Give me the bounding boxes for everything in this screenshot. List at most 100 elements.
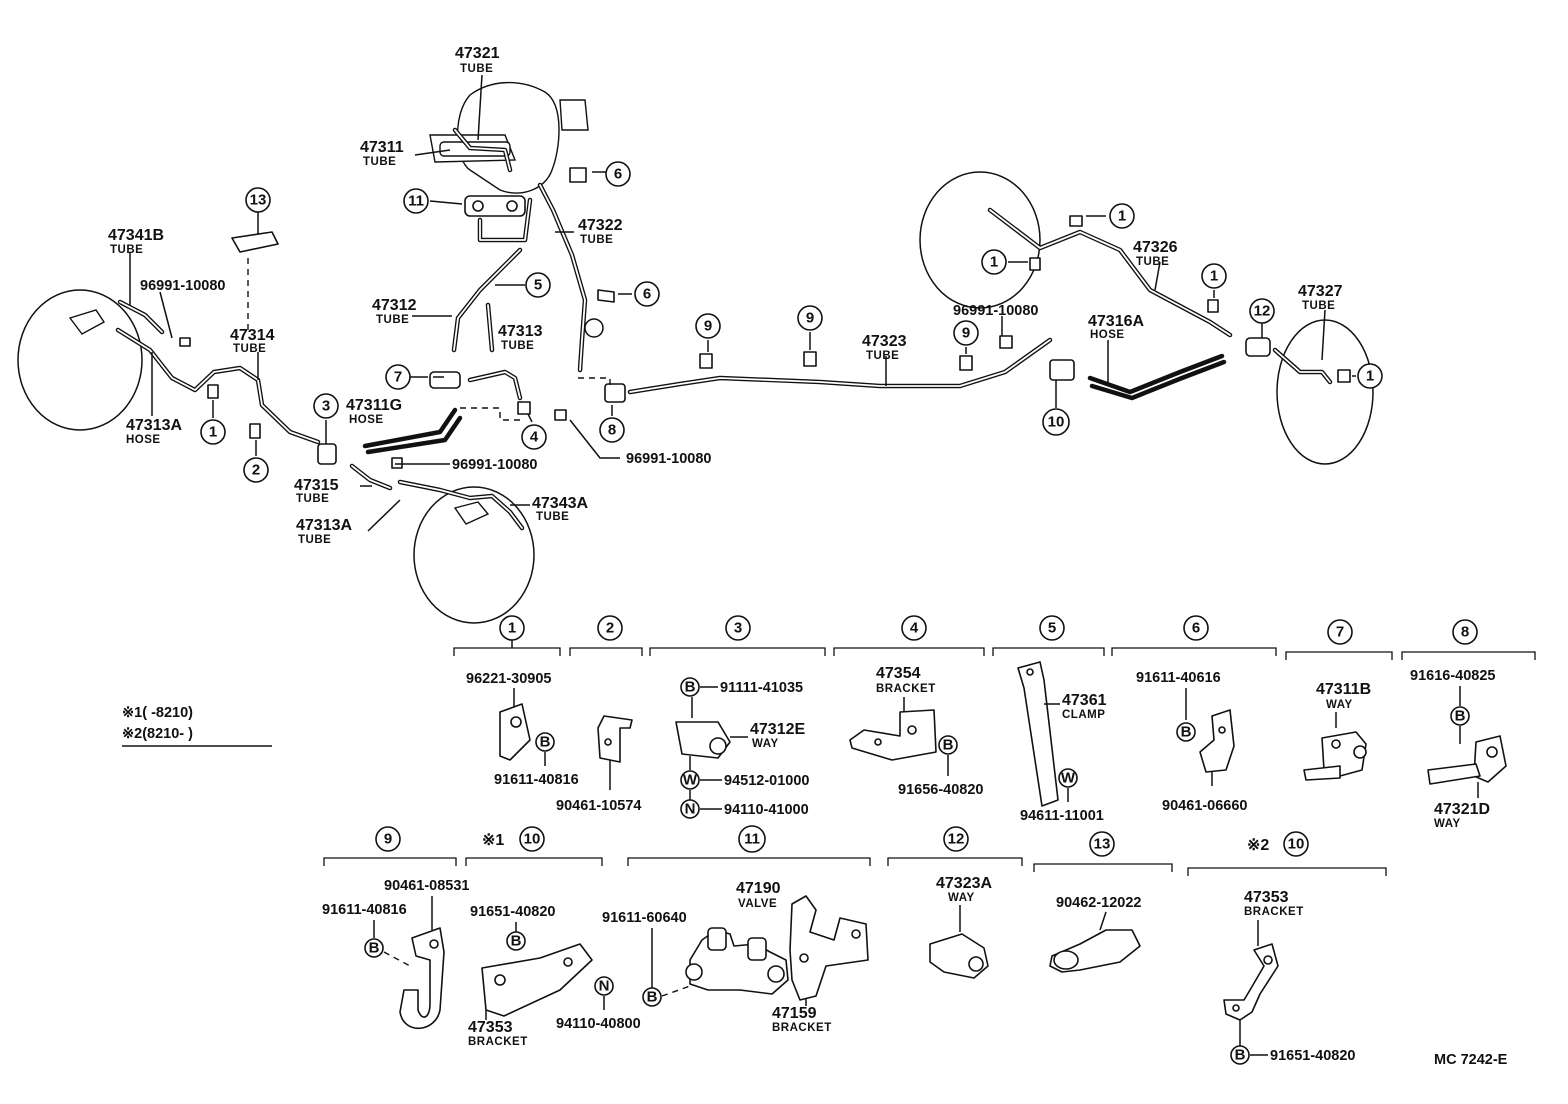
callout-12-upper: 12 [1249,298,1275,324]
part-47353-b-type: BRACKET [1244,906,1304,918]
svg-text:1: 1 [1366,368,1374,385]
svg-text:11: 11 [408,193,424,210]
detail-group-2: 2 90461-10574 [556,615,643,814]
svg-text:13: 13 [1094,836,1111,853]
part-47323a-type: WAY [948,892,975,904]
legend: ※1( -8210) ※2(8210- ) [122,705,272,747]
part-94611-11001: 94611-11001 [1020,808,1104,824]
svg-text:7: 7 [1336,624,1344,641]
part-47361-type: CLAMP [1062,709,1105,721]
callout-3-upper: 3 [313,393,339,419]
part-91656-40820: 91656-40820 [898,782,983,798]
label-96991-b: 96991-10080 [452,457,537,473]
part-91651-40820-b: 91651-40820 [1270,1048,1355,1064]
svg-text:2: 2 [252,462,260,479]
legend-line-2: ※2(8210- ) [122,726,193,742]
detail-group-8: 8 91616-40825 B 47321D WAY [1401,619,1536,830]
detail-group-13: 13 90462-12022 [1033,831,1173,973]
label-47327-type: TUBE [1302,300,1335,312]
part-47353-a: 47353 [468,1019,513,1036]
svg-text:1: 1 [508,620,516,637]
label-47316a-type: HOSE [1090,329,1125,341]
callout-11-upper: 11 [403,188,429,214]
svg-text:B: B [511,933,522,950]
part-47312e: 47312E [750,721,805,738]
part-47321d-type: WAY [1434,818,1461,830]
svg-text:4: 4 [910,620,919,637]
label-47327: 47327 [1298,283,1343,300]
label-47323: 47323 [862,333,907,350]
detail-group-1: 1 96221-30905 B 91611-40816 [453,615,579,788]
svg-text:7: 7 [394,369,402,386]
callout-2-upper: 2 [243,457,269,483]
label-47341b: 47341B [108,227,164,244]
detail-group-5: 5 47361 CLAMP W 94611-11001 [992,615,1107,824]
svg-text:B: B [647,989,658,1006]
label-47314-type: TUBE [233,343,266,355]
svg-text:B: B [1235,1047,1246,1064]
svg-text:8: 8 [1461,624,1469,641]
callout-4-upper: 4 [521,424,547,450]
valve-assembly [317,195,1271,465]
part-47353-a-type: BRACKET [468,1036,528,1048]
part-91611-60640: 91611-60640 [602,910,687,926]
svg-text:B: B [1455,708,1466,725]
part-47159-type: BRACKET [772,1022,832,1034]
brake-tubes [115,127,1333,531]
callout-6-upper-a: 6 [605,161,631,187]
detail-group-7: 7 47311B WAY [1285,619,1393,781]
label-47311-type: TUBE [363,156,396,168]
part-96221-30905: 96221-30905 [466,671,551,687]
callout-9-upper-b: 9 [797,305,823,331]
callout-8-upper: 8 [599,417,625,443]
label-47313a-tube-type: TUBE [298,534,331,546]
label-47323-type: TUBE [866,350,899,362]
label-47326: 47326 [1133,239,1178,256]
svg-text:10: 10 [1288,836,1305,853]
callout-1-upper-d: 1 [1201,263,1227,289]
part-94110-41000: 94110-41000 [724,802,809,818]
svg-text:6: 6 [614,166,622,183]
callout-9-upper-a: 9 [695,313,721,339]
svg-text:1: 1 [990,254,998,271]
svg-text:6: 6 [1192,620,1200,637]
svg-text:N: N [599,978,610,995]
callout-1-upper-e: 1 [1357,363,1383,389]
part-47354: 47354 [876,665,921,682]
detail-group-10a: ※1 10 91651-40820 B 47353 BRACKET N 9411… [465,826,641,1048]
callout-1-upper-c: 1 [981,249,1007,275]
part-47311b: 47311B [1316,681,1371,698]
label-47311g-type: HOSE [349,414,384,426]
part-47321d: 47321D [1434,801,1490,818]
diagram-code: MC 7242-E [1434,1052,1508,1068]
part-91611-40816-b: 91611-40816 [322,902,407,918]
callout-5-upper: 5 [525,272,551,298]
svg-text:5: 5 [534,277,542,294]
label-47314: 47314 [230,327,275,344]
label-47313a-tube: 47313A [296,517,352,534]
part-47354-type: BRACKET [876,683,936,695]
label-47322: 47322 [578,217,623,234]
svg-text:5: 5 [1048,620,1056,637]
svg-text:9: 9 [704,318,712,335]
detail-group-9: 9 90461-08531 91611-40816 B [322,826,469,1030]
callout-13-upper: 13 [245,187,271,213]
svg-text:4: 4 [530,429,539,446]
label-47312-type: TUBE [376,314,409,326]
svg-text:1: 1 [1210,268,1218,285]
part-91651-40820-a: 91651-40820 [470,904,555,920]
part-47190: 47190 [736,880,781,897]
svg-text:2: 2 [606,620,614,637]
detail-group-10b: ※2 10 47353 BRACKET B 91651-40820 [1187,831,1387,1065]
svg-text:1: 1 [209,424,217,441]
svg-text:W: W [1061,770,1076,787]
part-47159: 47159 [772,1005,817,1022]
label-47313a-hose-type: HOSE [126,434,161,446]
callout-1-upper-b: 1 [1109,203,1135,229]
label-47311g: 47311G [346,397,402,414]
part-90461-10574: 90461-10574 [556,798,641,814]
svg-text:13: 13 [250,192,267,209]
label-47343a: 47343A [532,495,588,512]
callout-9-upper-c: 9 [953,320,979,346]
